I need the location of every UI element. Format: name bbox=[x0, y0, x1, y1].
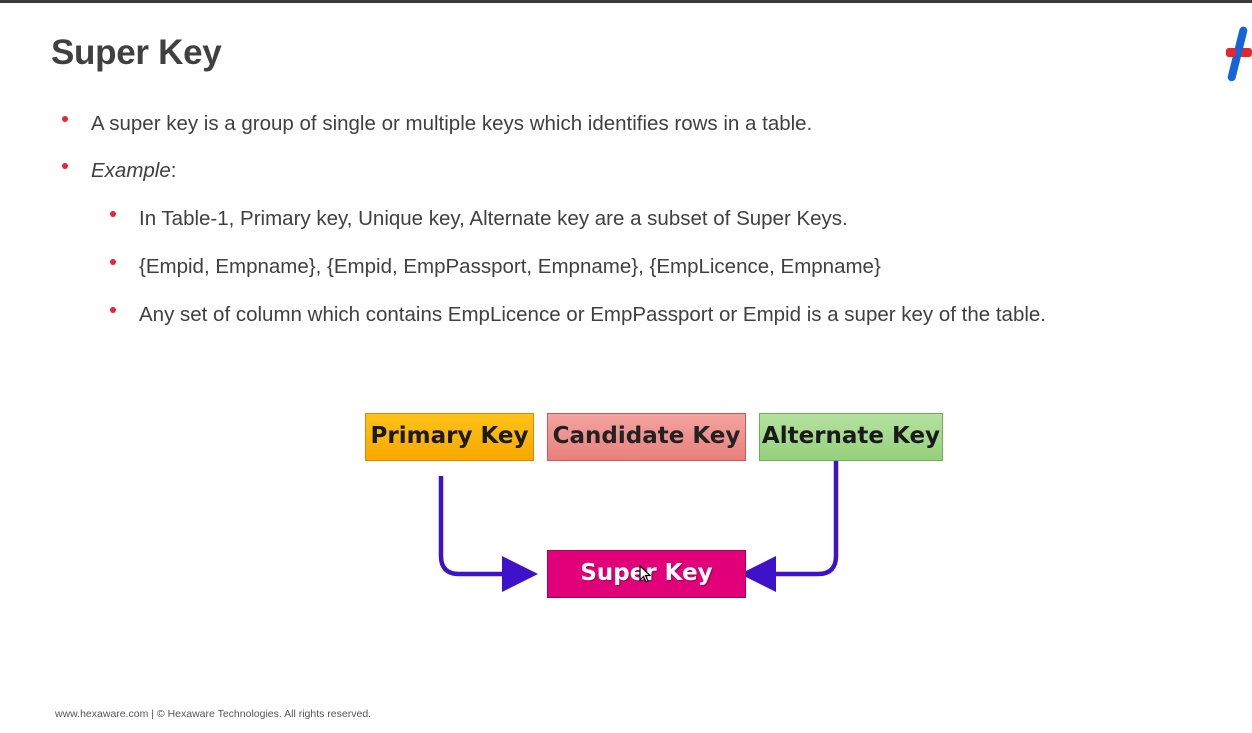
sub-bullet-any-set: Any set of column which contains EmpLice… bbox=[110, 303, 1046, 327]
example-label: Example bbox=[91, 159, 171, 182]
sub-bullet-subset: In Table-1, Primary key, Unique key, Alt… bbox=[110, 207, 848, 231]
footer-copyright: www.hexaware.com | © Hexaware Technologi… bbox=[55, 708, 372, 720]
slide-title: Super Key bbox=[51, 33, 222, 72]
sub-bullet-sets: {Empid, Empname}, {Empid, EmpPassport, E… bbox=[110, 255, 881, 279]
mouse-pointer-icon bbox=[639, 565, 651, 583]
example-colon: : bbox=[170, 159, 177, 182]
bullet-dot bbox=[110, 259, 116, 265]
bullet-dot bbox=[110, 307, 116, 313]
primary-key-box: Primary Key bbox=[365, 413, 534, 461]
top-border bbox=[0, 0, 1252, 3]
bullet-text: Any set of column which contains EmpLice… bbox=[139, 303, 1046, 326]
bullet-text: {Empid, Empname}, {Empid, EmpPassport, E… bbox=[139, 255, 881, 278]
bullet-text: In Table-1, Primary key, Unique key, Alt… bbox=[139, 207, 848, 230]
alternate-key-box: Alternate Key bbox=[759, 413, 943, 461]
bullet-example: Example: bbox=[62, 159, 177, 183]
arrow-primary-to-super bbox=[438, 476, 538, 592]
hexaware-plus-logo-icon bbox=[1226, 26, 1252, 82]
bullet-dot bbox=[62, 163, 68, 169]
arrow-alternate-to-super bbox=[740, 461, 839, 592]
bullet-dot bbox=[62, 116, 68, 122]
bullet-definition: A super key is a group of single or mult… bbox=[62, 112, 813, 136]
candidate-key-box: Candidate Key bbox=[547, 413, 746, 461]
bullet-dot bbox=[110, 211, 116, 217]
bullet-text: A super key is a group of single or mult… bbox=[91, 112, 813, 135]
